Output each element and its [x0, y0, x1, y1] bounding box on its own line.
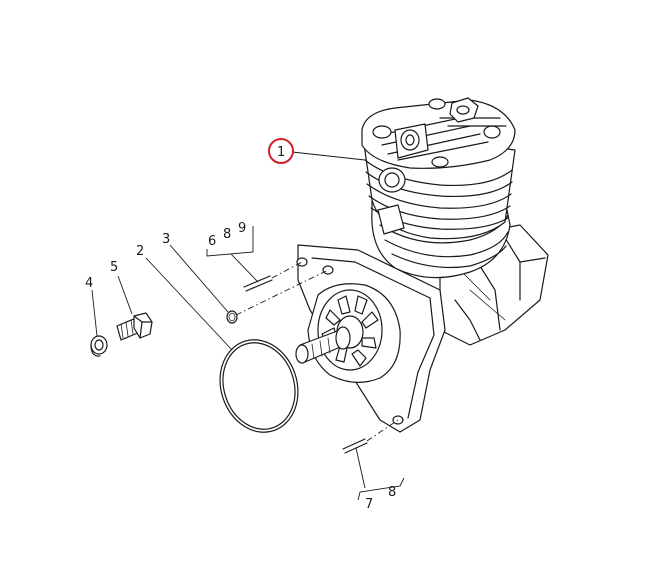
- lower-stud[interactable]: [342, 438, 368, 454]
- callout-5[interactable]: 5: [110, 260, 118, 275]
- callout-1[interactable]: 1: [277, 145, 285, 160]
- callout-7[interactable]: 7: [365, 497, 373, 512]
- callout-labels: 1 2 3 4 5 6 8 9 7 8: [85, 138, 396, 512]
- callout-6[interactable]: 6: [208, 234, 216, 249]
- washer[interactable]: [90, 335, 108, 357]
- callout-8-top[interactable]: 8: [223, 227, 231, 242]
- upper-stud[interactable]: [243, 275, 273, 292]
- callout-8-bottom[interactable]: 8: [388, 485, 396, 500]
- air-compressor-assembly[interactable]: [295, 97, 549, 433]
- o-ring-gasket[interactable]: [208, 330, 309, 443]
- small-seal-ring[interactable]: [226, 310, 238, 324]
- callout-1-highlight-circle: [268, 138, 294, 164]
- callout-4[interactable]: 4: [85, 276, 93, 291]
- assembly-centerlines: [235, 261, 399, 442]
- callout-3[interactable]: 3: [162, 232, 170, 247]
- hex-bolt[interactable]: [116, 312, 153, 341]
- callout-9[interactable]: 9: [238, 221, 246, 236]
- callout-2[interactable]: 2: [136, 244, 144, 259]
- leader-lines: [91, 151, 405, 501]
